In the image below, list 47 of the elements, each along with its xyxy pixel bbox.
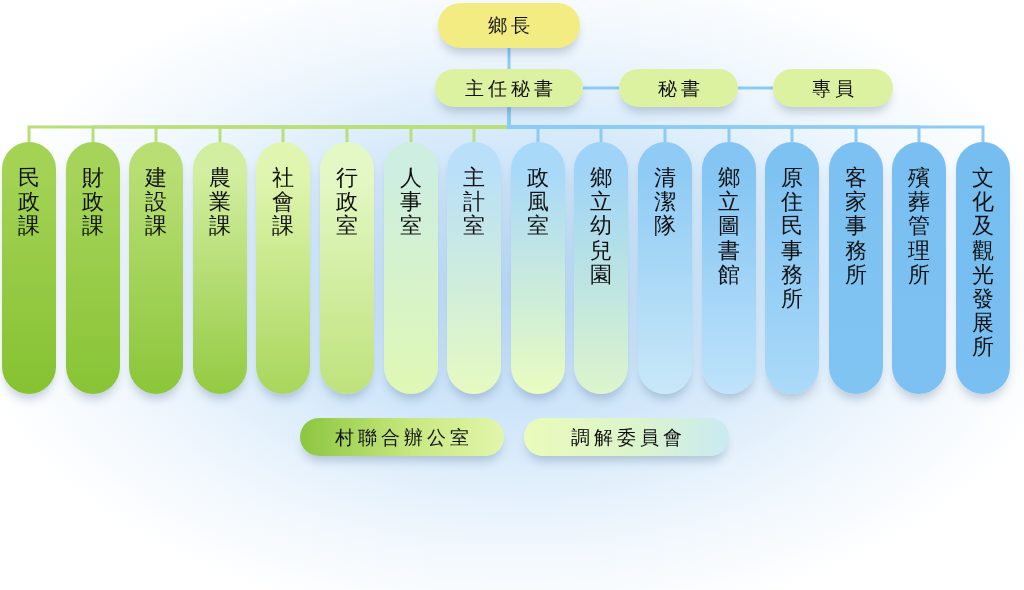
position-pill [619,69,738,107]
department-column [574,142,628,394]
connector-line [738,86,773,90]
department-name: 政風室 [527,166,549,239]
position-pill [773,69,893,107]
department-name: 農業課 [209,166,231,239]
department-name: 鄉立幼兒園 [590,166,612,287]
position-title: 秘書 [656,76,704,100]
position-title: 鄉長 [487,14,534,37]
department-name: 鄉立圖書館 [718,166,740,287]
department-column [447,142,501,394]
office-pill [300,418,504,456]
department-column [511,142,565,394]
department-name: 民政課 [18,166,40,239]
department-column [256,142,310,394]
department-column [765,142,819,394]
department-name: 財政課 [82,166,104,239]
department-column [2,142,56,394]
department-name: 人事室 [400,166,422,239]
department-column [193,142,247,394]
position-pill [438,3,580,48]
department-name: 客家事務所 [845,166,867,287]
office-pill [524,418,729,456]
department-column [320,142,374,394]
department-column [702,142,756,394]
connector-line [583,86,619,90]
department-name: 建設課 [145,166,167,239]
department-column [892,142,946,394]
department-column [956,142,1010,394]
department-column [129,142,183,394]
department-column [638,142,692,394]
connector-line [507,48,511,69]
department-name: 主計室 [463,166,485,239]
position-title: 專員 [811,76,858,100]
department-name: 文化及觀光發展所 [972,166,994,360]
department-name: 行政室 [336,166,358,239]
department-name: 清潔隊 [654,166,676,239]
department-name: 社會課 [272,166,294,239]
department-column [829,142,883,394]
department-name: 原住民事務所 [781,166,803,312]
office-name: 村聯合辦公室 [334,425,473,449]
department-column [66,142,120,394]
department-column [384,142,438,394]
position-title: 主任秘書 [464,76,557,100]
department-name: 殯葬管理所 [908,166,930,287]
position-pill [435,69,583,107]
office-name: 調解委員會 [570,425,686,449]
